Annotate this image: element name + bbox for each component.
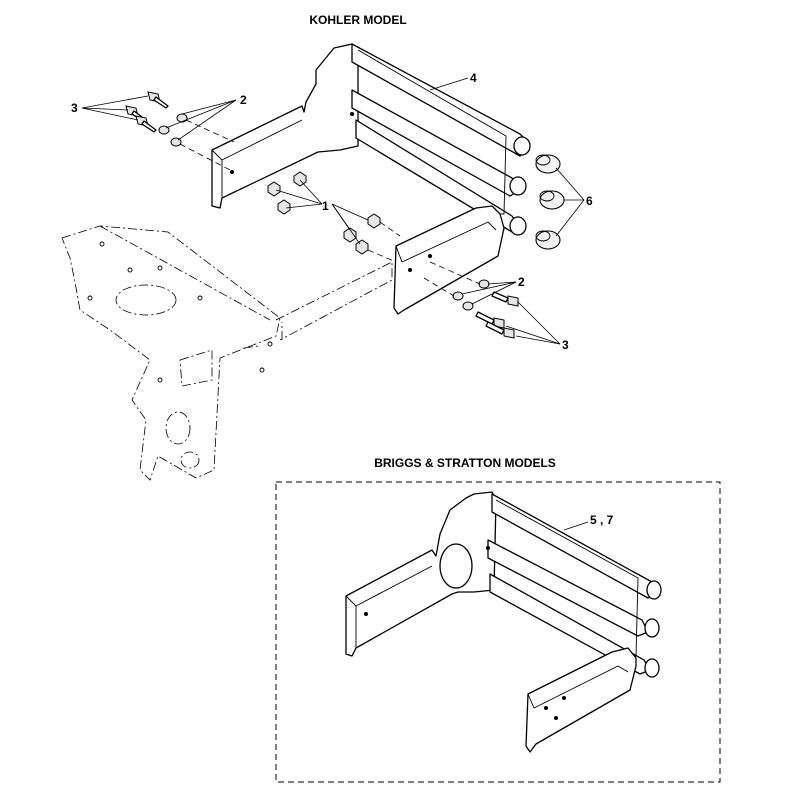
nut-3	[277, 199, 291, 215]
briggs-stratton-title: BRIGGS & STRATTON MODELS	[374, 456, 556, 470]
bolt-left-3	[135, 115, 157, 133]
leader-frame-briggs	[563, 521, 589, 531]
nut-1	[267, 181, 281, 197]
nut-5	[367, 213, 381, 229]
briggs-grille-frame	[345, 491, 662, 753]
callout-bolt-right: 3	[562, 338, 569, 352]
tube-end-caps	[535, 154, 565, 250]
callout-washer-left: 2	[240, 93, 247, 107]
leader-lines-kohler	[81, 77, 585, 345]
hex-nuts	[267, 171, 401, 263]
hardware-left	[125, 91, 235, 171]
briggs-stratton-inset-box	[275, 481, 721, 783]
hardware-right	[423, 261, 519, 339]
kohler-model-title: KOHLER MODEL	[309, 13, 406, 27]
callout-nut: 1	[322, 199, 329, 213]
bolt-left-1	[147, 91, 169, 109]
nut-2	[293, 171, 307, 187]
nut-6	[355, 239, 369, 255]
callout-caps: 6	[586, 194, 593, 208]
kohler-grille-frame	[211, 43, 531, 315]
bolt-right-3	[485, 321, 515, 339]
callout-bolt-left: 3	[71, 101, 78, 115]
tractor-frame-phantom	[61, 225, 393, 481]
callout-frame-kohler: 4	[470, 71, 477, 85]
bolt-right-1	[491, 291, 519, 307]
callout-washer-right: 2	[518, 275, 525, 289]
callout-frame-briggs: 5 , 7	[590, 513, 614, 527]
